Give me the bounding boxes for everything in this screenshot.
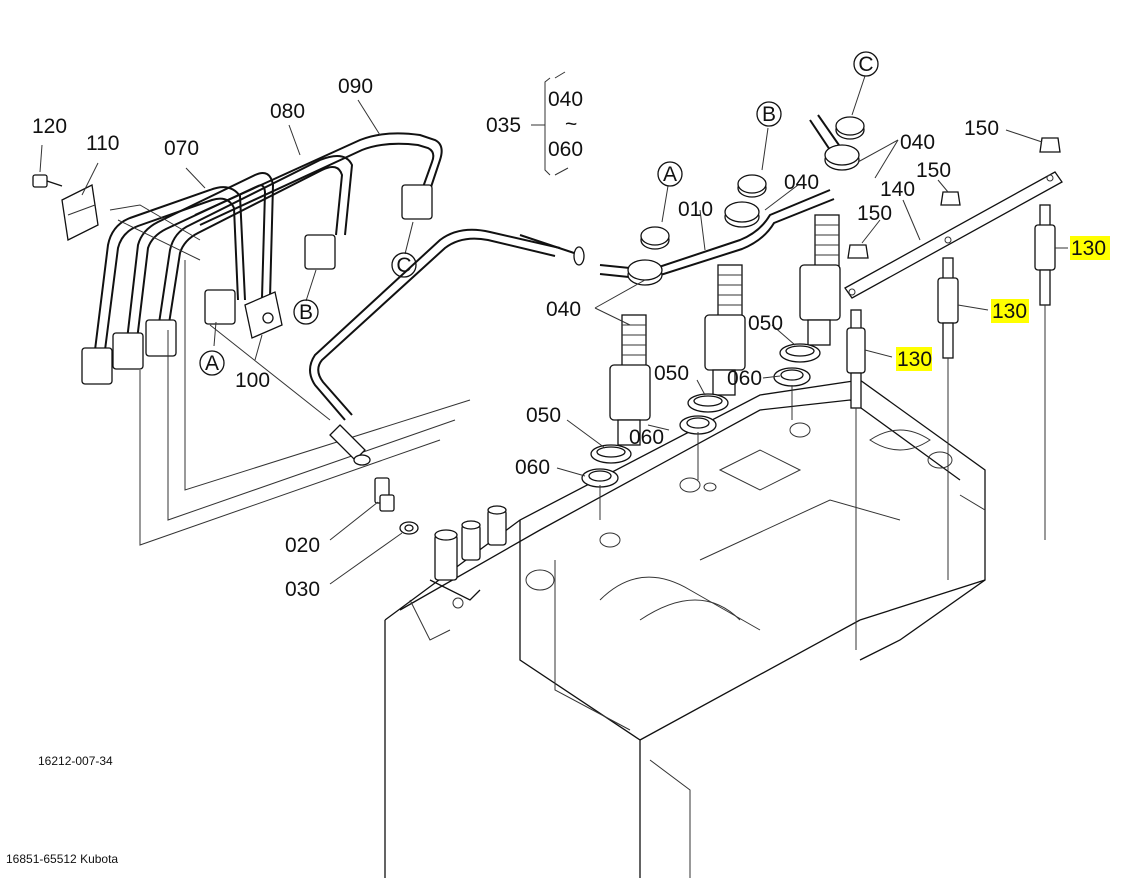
- leak-off-pipe: [309, 114, 849, 466]
- label-050-b: 050: [654, 362, 689, 385]
- label-150-b: 150: [916, 159, 951, 182]
- label-140: 140: [880, 178, 915, 201]
- label-150-a: 150: [857, 202, 892, 225]
- injectors: [609, 214, 841, 446]
- label-130-c: 130: [1071, 237, 1106, 260]
- label-060-a: 060: [515, 456, 550, 479]
- highlight-130-c: [1070, 236, 1110, 260]
- label-130-b: 130: [992, 300, 1027, 323]
- label-050-a: 050: [526, 404, 561, 427]
- label-035: 035: [486, 114, 521, 137]
- label-090: 090: [338, 75, 373, 98]
- callout-b-top: B: [762, 103, 776, 126]
- fuel-pump-outlets: [429, 505, 507, 609]
- callout-c-top: C: [858, 53, 873, 76]
- label-040-range-tilde: ~: [565, 113, 577, 136]
- label-060-c: 060: [727, 367, 762, 390]
- fitting-020-washer-030: [374, 477, 419, 535]
- label-110: 110: [86, 132, 119, 155]
- glow-plug-bus-bar: [844, 137, 1063, 299]
- label-100: 100: [235, 369, 270, 392]
- label-080: 080: [270, 100, 305, 123]
- drawing-number: 16212-007-34: [38, 754, 113, 768]
- label-040-c: 040: [900, 131, 935, 154]
- cylinder-head: [384, 379, 986, 878]
- label-030: 030: [285, 578, 320, 601]
- clamps-and-bolt: [32, 174, 283, 339]
- part-number-caption: 16851-65512 Kubota: [6, 852, 118, 866]
- injection-pipes: [81, 132, 471, 546]
- label-120: 120: [32, 115, 67, 138]
- label-050-c: 050: [748, 312, 783, 335]
- label-150-c: 150: [964, 117, 999, 140]
- highlight-130-b: [991, 299, 1029, 323]
- nuts-040: [627, 116, 865, 286]
- callout-c-left: C: [396, 254, 411, 277]
- label-070: 070: [164, 137, 199, 160]
- washers-050-060: [581, 343, 821, 520]
- callout-circles: [199, 51, 879, 376]
- leader-lines: [39, 71, 1068, 585]
- callout-a-top: A: [663, 163, 677, 186]
- callout-a-left: A: [205, 352, 219, 375]
- label-040-b: 040: [784, 171, 819, 194]
- label-130-a: 130: [897, 348, 932, 371]
- label-040-a: 040: [546, 298, 581, 321]
- label-040-range-top: 040: [548, 88, 583, 111]
- label-010: 010: [678, 198, 713, 221]
- label-060-b: 060: [629, 426, 664, 449]
- glow-plugs: [846, 204, 1056, 650]
- label-060-range-bottom: 060: [548, 138, 583, 161]
- label-020: 020: [285, 534, 320, 557]
- callout-b-left: B: [299, 301, 313, 324]
- highlight-130-a: [896, 347, 932, 371]
